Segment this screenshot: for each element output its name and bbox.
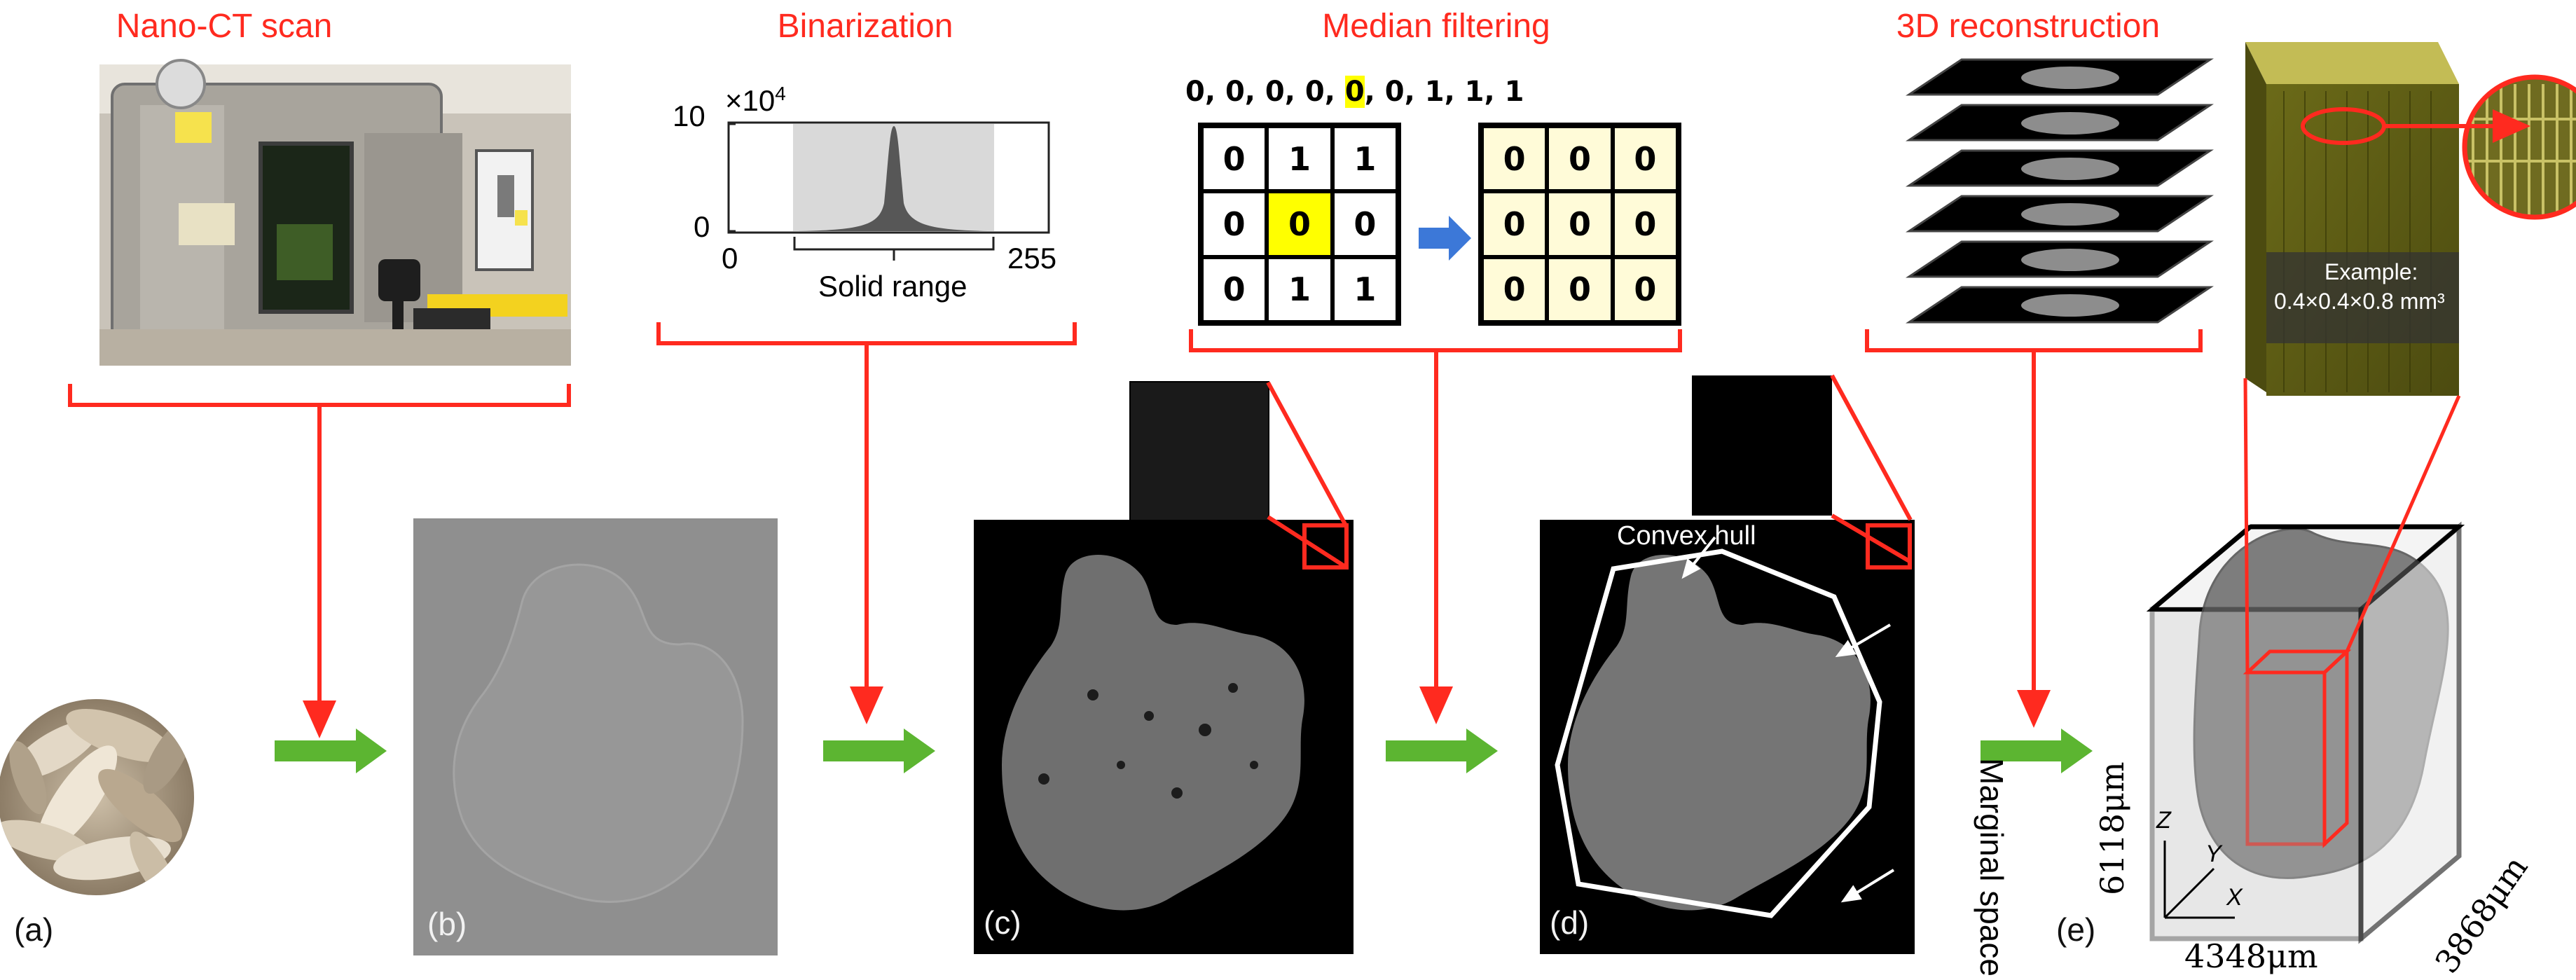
inset-d-connector [1830, 374, 1913, 564]
green-arrow-1 [275, 729, 387, 773]
binarized-image [1002, 523, 1349, 911]
grid-cell: 0 [1612, 126, 1678, 192]
green-arrows [275, 729, 2093, 773]
convex-hull-label: Convex hull [1617, 521, 1756, 551]
grid-cell: 0 [1482, 191, 1548, 257]
hist-range-label: Solid range [818, 270, 967, 303]
grid-cell: 0 [1482, 126, 1548, 192]
bracket-binarization [656, 322, 1077, 345]
grid-cell: 1 [1332, 256, 1398, 322]
grid-cell: 0 [1547, 256, 1613, 322]
grid-cell: 0 [1201, 126, 1267, 192]
grid-cell-center: 0 [1267, 191, 1332, 257]
slice-stack [1906, 58, 2214, 324]
blue-arrow [1419, 216, 1471, 261]
panel-d-zoom-inset [1692, 375, 1832, 516]
filter-sequence: 0, 0, 0, 0, 0, 0, 1, 1, 1 [1185, 76, 1524, 108]
reconstruction-box [2146, 378, 2465, 944]
green-arrow-4 [1981, 729, 2093, 773]
grid-cell: 1 [1332, 126, 1398, 192]
input-grid: 0 1 1 0 0 0 0 1 1 [1198, 123, 1401, 326]
axis-z-label: Z [2156, 807, 2171, 834]
output-grid: 0 0 0 0 0 0 0 0 0 [1478, 123, 1681, 326]
hist-y-multiplier: ×104 [725, 83, 786, 117]
raw-scan-image [453, 563, 744, 903]
grid-cell: 0 [1482, 256, 1548, 322]
marginal-space-label: Marginal space [1974, 758, 2010, 976]
panel-label-b: (b) [427, 906, 467, 942]
grid-cell: 1 [1267, 126, 1332, 192]
panel-binarized: (c) [974, 520, 1354, 954]
sequence-highlight: 0 [1344, 76, 1365, 108]
wood-block-render [2245, 42, 2576, 396]
filtered-image [1555, 523, 1912, 918]
hist-x-right: 255 [1007, 242, 1057, 275]
grid-cell: 0 [1332, 191, 1398, 257]
step-title-recon: 3D reconstruction [1896, 8, 2161, 45]
hist-y-top: 10 [673, 99, 705, 132]
bracket-median [1189, 329, 1682, 352]
bracket-nano-ct [68, 384, 571, 407]
inset-c-connector [1266, 381, 1349, 570]
histogram [727, 121, 1050, 261]
ct-machine-photo [99, 59, 571, 366]
grid-cell: 0 [1612, 191, 1678, 257]
panel-filtered: Convex hull (d) [1540, 520, 1915, 954]
panel-label-a: (a) [14, 911, 54, 948]
panel-label-e: (e) [2056, 911, 2096, 948]
hist-x-left: 0 [722, 242, 738, 275]
grid-cell: 1 [1267, 256, 1332, 322]
grid-cell: 0 [1201, 256, 1267, 322]
bracket-recon [1865, 329, 2203, 352]
grid-cell: 0 [1201, 191, 1267, 257]
green-arrow-2 [823, 729, 935, 773]
step-title-nano-ct: Nano-CT scan [116, 8, 333, 45]
hist-y-bottom: 0 [694, 210, 710, 243]
dim-z-label: 6118μm [2093, 761, 2131, 895]
panel-label-d: (d) [1550, 904, 1590, 941]
dim-x-label: 4348μm [2184, 937, 2318, 975]
step-title-median: Median filtering [1322, 8, 1550, 45]
example-label: Example: [2324, 259, 2418, 284]
wood-chips-photo [0, 699, 194, 895]
panel-c-zoom-inset [1129, 381, 1269, 521]
axis-x-label: X [2226, 884, 2243, 911]
panel-raw-scan: (b) [413, 518, 778, 955]
example-size: 0.4×0.4×0.8 mm³ [2274, 289, 2445, 314]
grid-cell: 0 [1612, 256, 1678, 322]
red-brackets [68, 322, 2203, 738]
axis-y-label: Y [2205, 841, 2222, 867]
panel-label-c: (c) [984, 904, 1021, 941]
grid-cell: 0 [1547, 191, 1613, 257]
green-arrow-3 [1386, 729, 1498, 773]
grid-cell: 0 [1547, 126, 1613, 192]
step-title-binarization: Binarization [777, 8, 953, 45]
